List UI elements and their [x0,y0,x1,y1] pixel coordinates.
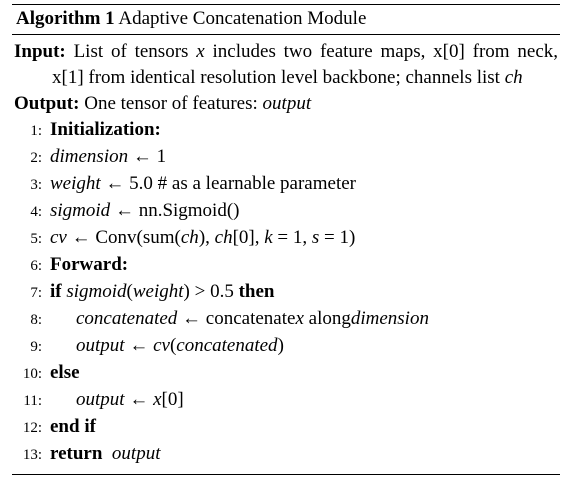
input-text-1: List of tensors [73,41,189,62]
algo-line-8: 8: concatenated ← concatenatex alongdime… [14,306,558,333]
line-number: 2: [30,150,42,166]
algo-line-4: 4: sigmoid ← nn.Sigmoid() [14,198,558,225]
algo-line-6: 6: Forward: [14,252,558,279]
punct: ), [198,227,215,248]
algorithm-caption: Algorithm 1 Adaptive Concatenation Modul… [12,5,560,34]
line-number: 11: [23,393,42,409]
var-weight: weight [50,173,101,194]
index: [0] [161,389,184,410]
algo-line-3: 3: weight ← 5.0 # as a learnable paramet… [14,171,558,198]
line-number: 10: [22,366,42,382]
algo-line-7: 7: if sigmoid(weight) > 0.5 then [14,279,558,306]
condition-rest: ) > 0.5 [183,281,234,302]
initialization-keyword: Initialization: [50,119,161,140]
line-number: 7: [30,285,42,301]
var-concatenated: concatenated [176,335,278,356]
var-output: output [111,443,161,464]
input-var-x: x [196,41,205,62]
punct: ( [126,281,133,302]
arg-ch: ch [214,227,233,248]
var-dimension: dimension [50,146,129,167]
var-weight: weight [132,281,184,302]
output-text: One tensor of features: [84,93,258,114]
punct: ) [277,335,284,356]
algo-line-2: 2: dimension ← 1 [14,144,558,171]
end-if-keyword: end if [50,416,96,437]
algo-line-5: 5: cv ← Conv(sum(ch), ch[0], k = 1, s = … [14,225,558,252]
punct: = 1, [272,227,312,248]
bottom-rule [12,474,560,475]
caption-rule [12,34,560,35]
value: nn.Sigmoid() [138,200,240,221]
var-sigmoid: sigmoid [50,200,111,221]
input-var-ch: ch [504,67,523,88]
assign-arrow: ← [129,389,149,410]
arg-s: s [311,227,320,248]
assign-arrow: ← [129,335,149,356]
value: 1 [156,146,167,167]
fn-cv: cv [153,335,170,356]
then-keyword: then [238,281,275,302]
line-number: 6: [30,258,42,274]
var-x: x [295,308,304,329]
algo-line-9: 9: output ← cv(concatenated) [14,333,558,360]
if-keyword: if [50,281,62,302]
assign-arrow: ← [132,146,152,167]
input-text-2: includes two feature maps, x[0] from nec… [52,41,559,88]
var-output: output [76,335,125,356]
return-keyword: return [50,443,103,464]
var-cv: cv [50,227,67,248]
var-x: x [153,389,162,410]
punct: [0], [232,227,265,248]
along-text: along [303,308,351,329]
concatenate-text: concatenate [205,308,296,329]
punct: = 1) [319,227,356,248]
algo-line-12: 12: end if [14,414,558,441]
conv-call: Conv(sum( [95,227,181,248]
assign-arrow: ← [182,308,202,329]
assign-arrow: ← [71,227,91,248]
arg-k: k [264,227,273,248]
assign-arrow: ← [105,173,125,194]
line-number: 9: [30,339,42,355]
fn-sigmoid: sigmoid [66,281,127,302]
var-dimension: dimension [350,308,429,329]
line-number: 3: [30,177,42,193]
value: 5.0 # as a learnable parameter [129,173,356,194]
algorithm-body: Input: List of tensors x includes two fe… [12,35,560,468]
line-number: 5: [30,231,42,247]
else-keyword: else [50,362,80,383]
output-keyword: Output: [14,93,80,114]
algorithm-block: Algorithm 1 Adaptive Concatenation Modul… [12,4,560,475]
top-rule [12,4,560,5]
algo-line-1: 1: Initialization: [14,117,558,144]
punct: ( [169,335,177,356]
line-number: 12: [22,420,42,436]
forward-keyword: Forward: [50,254,129,275]
line-number: 8: [30,312,42,328]
line-number: 4: [30,204,42,220]
var-output: output [76,389,125,410]
algorithm-label: Algorithm 1 [16,8,115,29]
input-keyword: Input: [14,41,66,62]
line-number: 13: [22,447,42,463]
algo-line-13: 13: return output [14,441,558,468]
algo-line-10: 10: else [14,360,558,387]
algo-line-11: 11: output ← x[0] [14,387,558,414]
output-var: output [262,93,312,114]
var-concatenated: concatenated [76,308,178,329]
output-spec: Output: One tensor of features: output [14,91,558,117]
line-number: 1: [30,123,42,139]
arg-ch: ch [180,227,199,248]
input-spec: Input: List of tensors x includes two fe… [14,39,558,91]
assign-arrow: ← [114,200,134,221]
algorithm-title: Adaptive Concatenation Module [118,8,367,29]
